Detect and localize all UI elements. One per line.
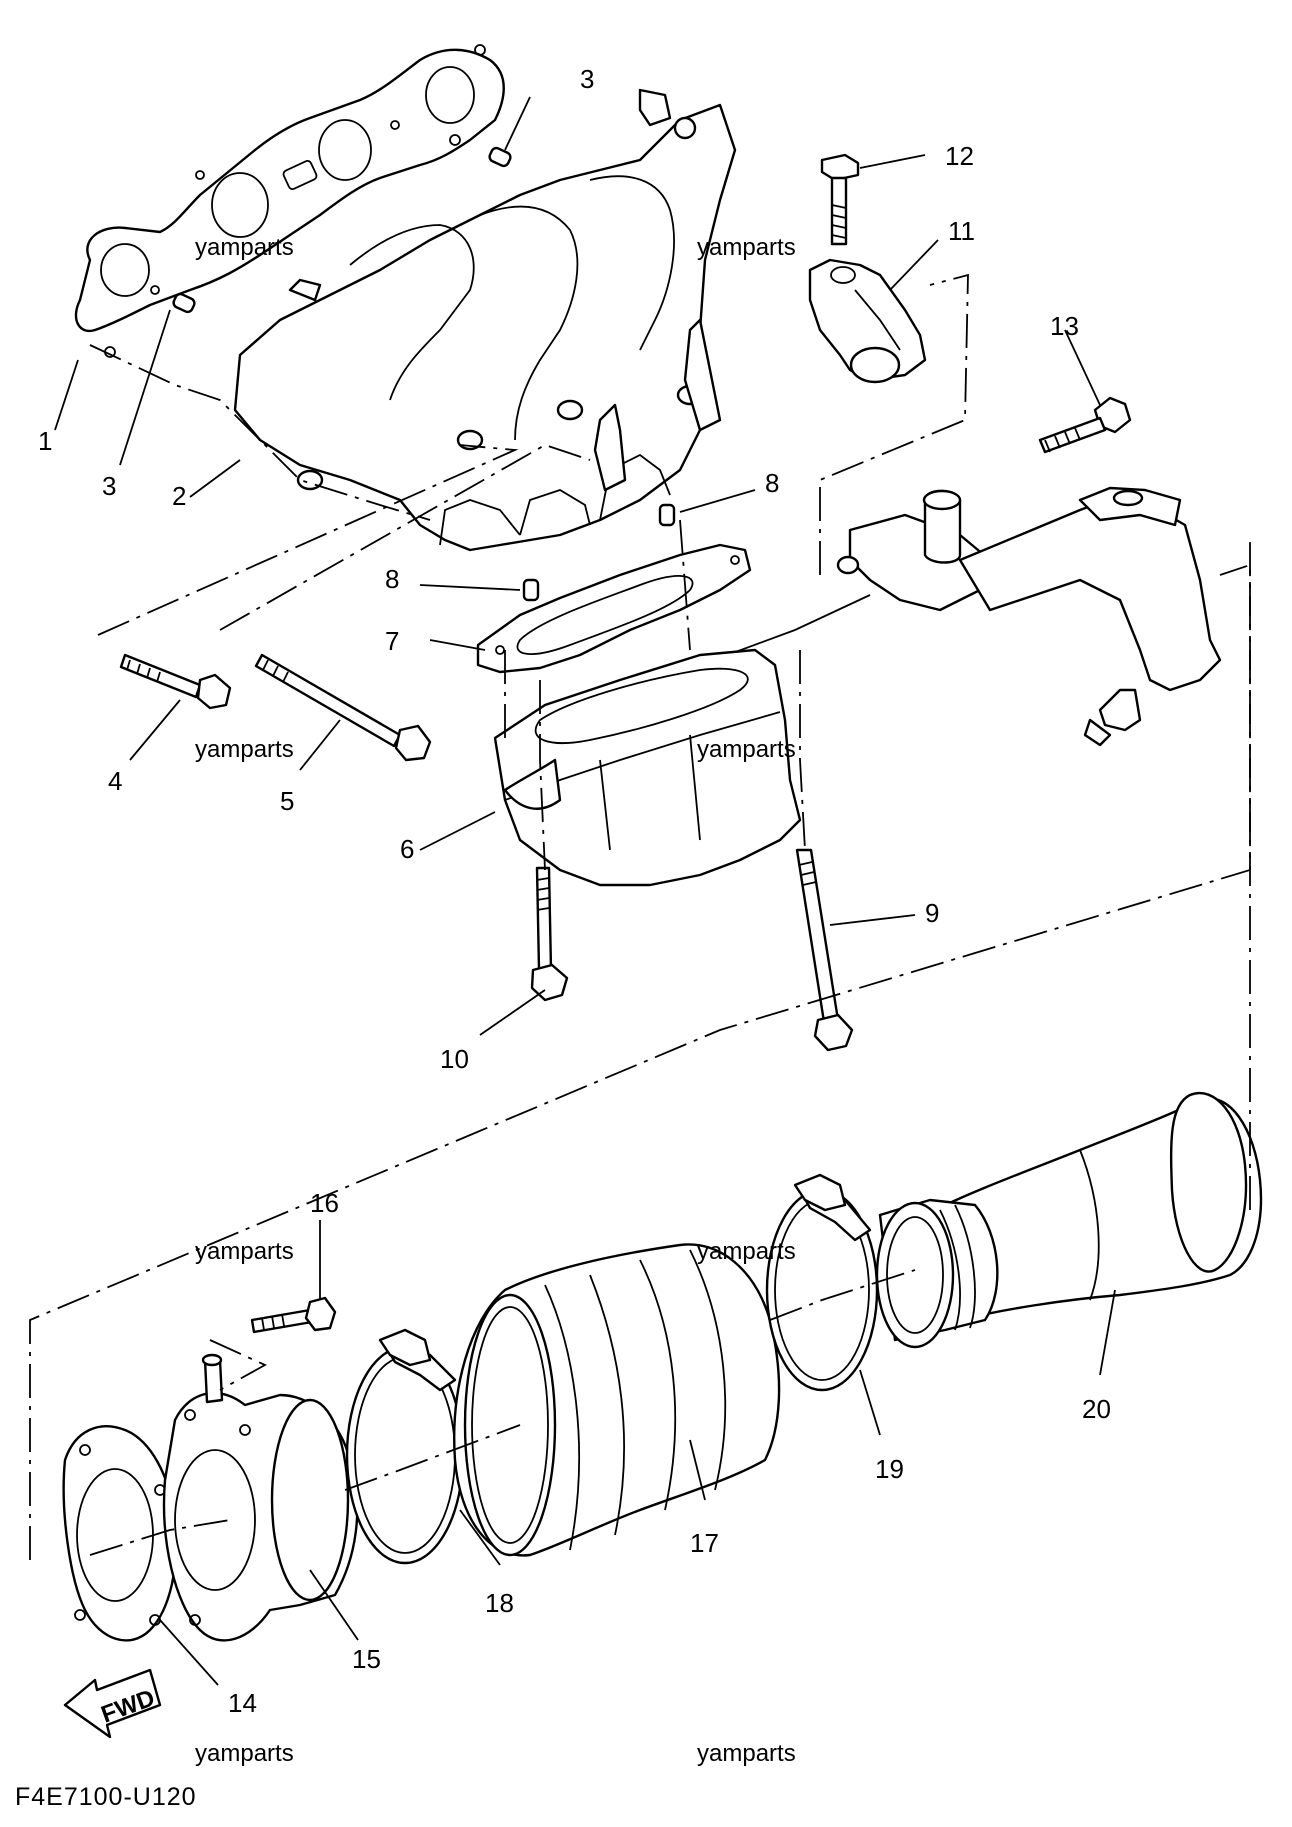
watermark: yamparts — [195, 234, 294, 261]
callout-13: 13 — [1050, 311, 1079, 341]
leader-lines — [54, 96, 1116, 1686]
watermarks: yamparts yamparts yamparts yamparts yamp… — [195, 234, 796, 1767]
part-16-bolt — [250, 1296, 337, 1334]
watermark: yamparts — [195, 736, 294, 763]
callout-1: 1 — [38, 426, 52, 456]
part-17-exhaust-hose — [453, 1243, 781, 1557]
callout-10: 10 — [440, 1044, 469, 1074]
fwd-arrow — [63, 1668, 162, 1739]
callout-16: 16 — [310, 1188, 339, 1218]
callout-numbers: 1 2 3 3 4 5 6 7 8 8 9 10 11 12 13 14 15 … — [38, 64, 1111, 1718]
assembly-lines — [29, 273, 1251, 1560]
watermark: yamparts — [697, 234, 796, 261]
callout-9: 9 — [925, 898, 939, 928]
part-12-bolt — [820, 153, 860, 246]
part-15-exhaust-joint — [162, 1353, 359, 1642]
callout-8a: 8 — [765, 468, 779, 498]
part-19-hose-clamp — [765, 1173, 879, 1392]
part-13-bolt — [1038, 396, 1132, 454]
callout-4: 4 — [108, 766, 122, 796]
callout-20: 20 — [1082, 1394, 1111, 1424]
callout-15: 15 — [352, 1644, 381, 1674]
part-9-water-pipe-bracket — [679, 486, 1222, 747]
part-6-exhaust-chamber — [493, 648, 802, 887]
callout-11: 11 — [948, 216, 975, 246]
part-7-gasket — [476, 543, 752, 674]
watermark: yamparts — [697, 1740, 796, 1767]
part-2-exhaust-manifold — [233, 88, 737, 552]
watermark: yamparts — [697, 736, 796, 763]
part-9-stud — [795, 848, 854, 1052]
callout-12: 12 — [945, 141, 974, 171]
callout-8b: 8 — [385, 564, 399, 594]
callout-6: 6 — [400, 834, 414, 864]
callout-2: 2 — [172, 481, 186, 511]
callout-14: 14 — [228, 1688, 257, 1718]
callout-18: 18 — [485, 1588, 514, 1618]
part-3-dowel-pin — [172, 146, 512, 314]
part-10-bolt — [530, 866, 569, 1002]
part-18-hose-clamp — [345, 1328, 465, 1565]
part-20-exhaust-pipe — [875, 1092, 1263, 1349]
part-4-bolt — [119, 653, 232, 710]
part-8-dowel-pin — [522, 503, 676, 602]
watermark: yamparts — [697, 1238, 796, 1265]
part-1-exhaust-gasket — [74, 44, 505, 358]
watermark: yamparts — [195, 1740, 294, 1767]
watermark: yamparts — [195, 1238, 294, 1265]
part-11-bracket — [808, 258, 927, 384]
diagram-code: F4E7100-U120 — [15, 1783, 197, 1811]
callout-17: 17 — [690, 1528, 719, 1558]
callout-19: 19 — [875, 1454, 904, 1484]
callout-7: 7 — [385, 626, 399, 656]
part-5-long-bolt — [254, 653, 432, 762]
callout-3a: 3 — [580, 64, 594, 94]
callout-5: 5 — [280, 786, 294, 816]
callout-3b: 3 — [102, 471, 116, 501]
